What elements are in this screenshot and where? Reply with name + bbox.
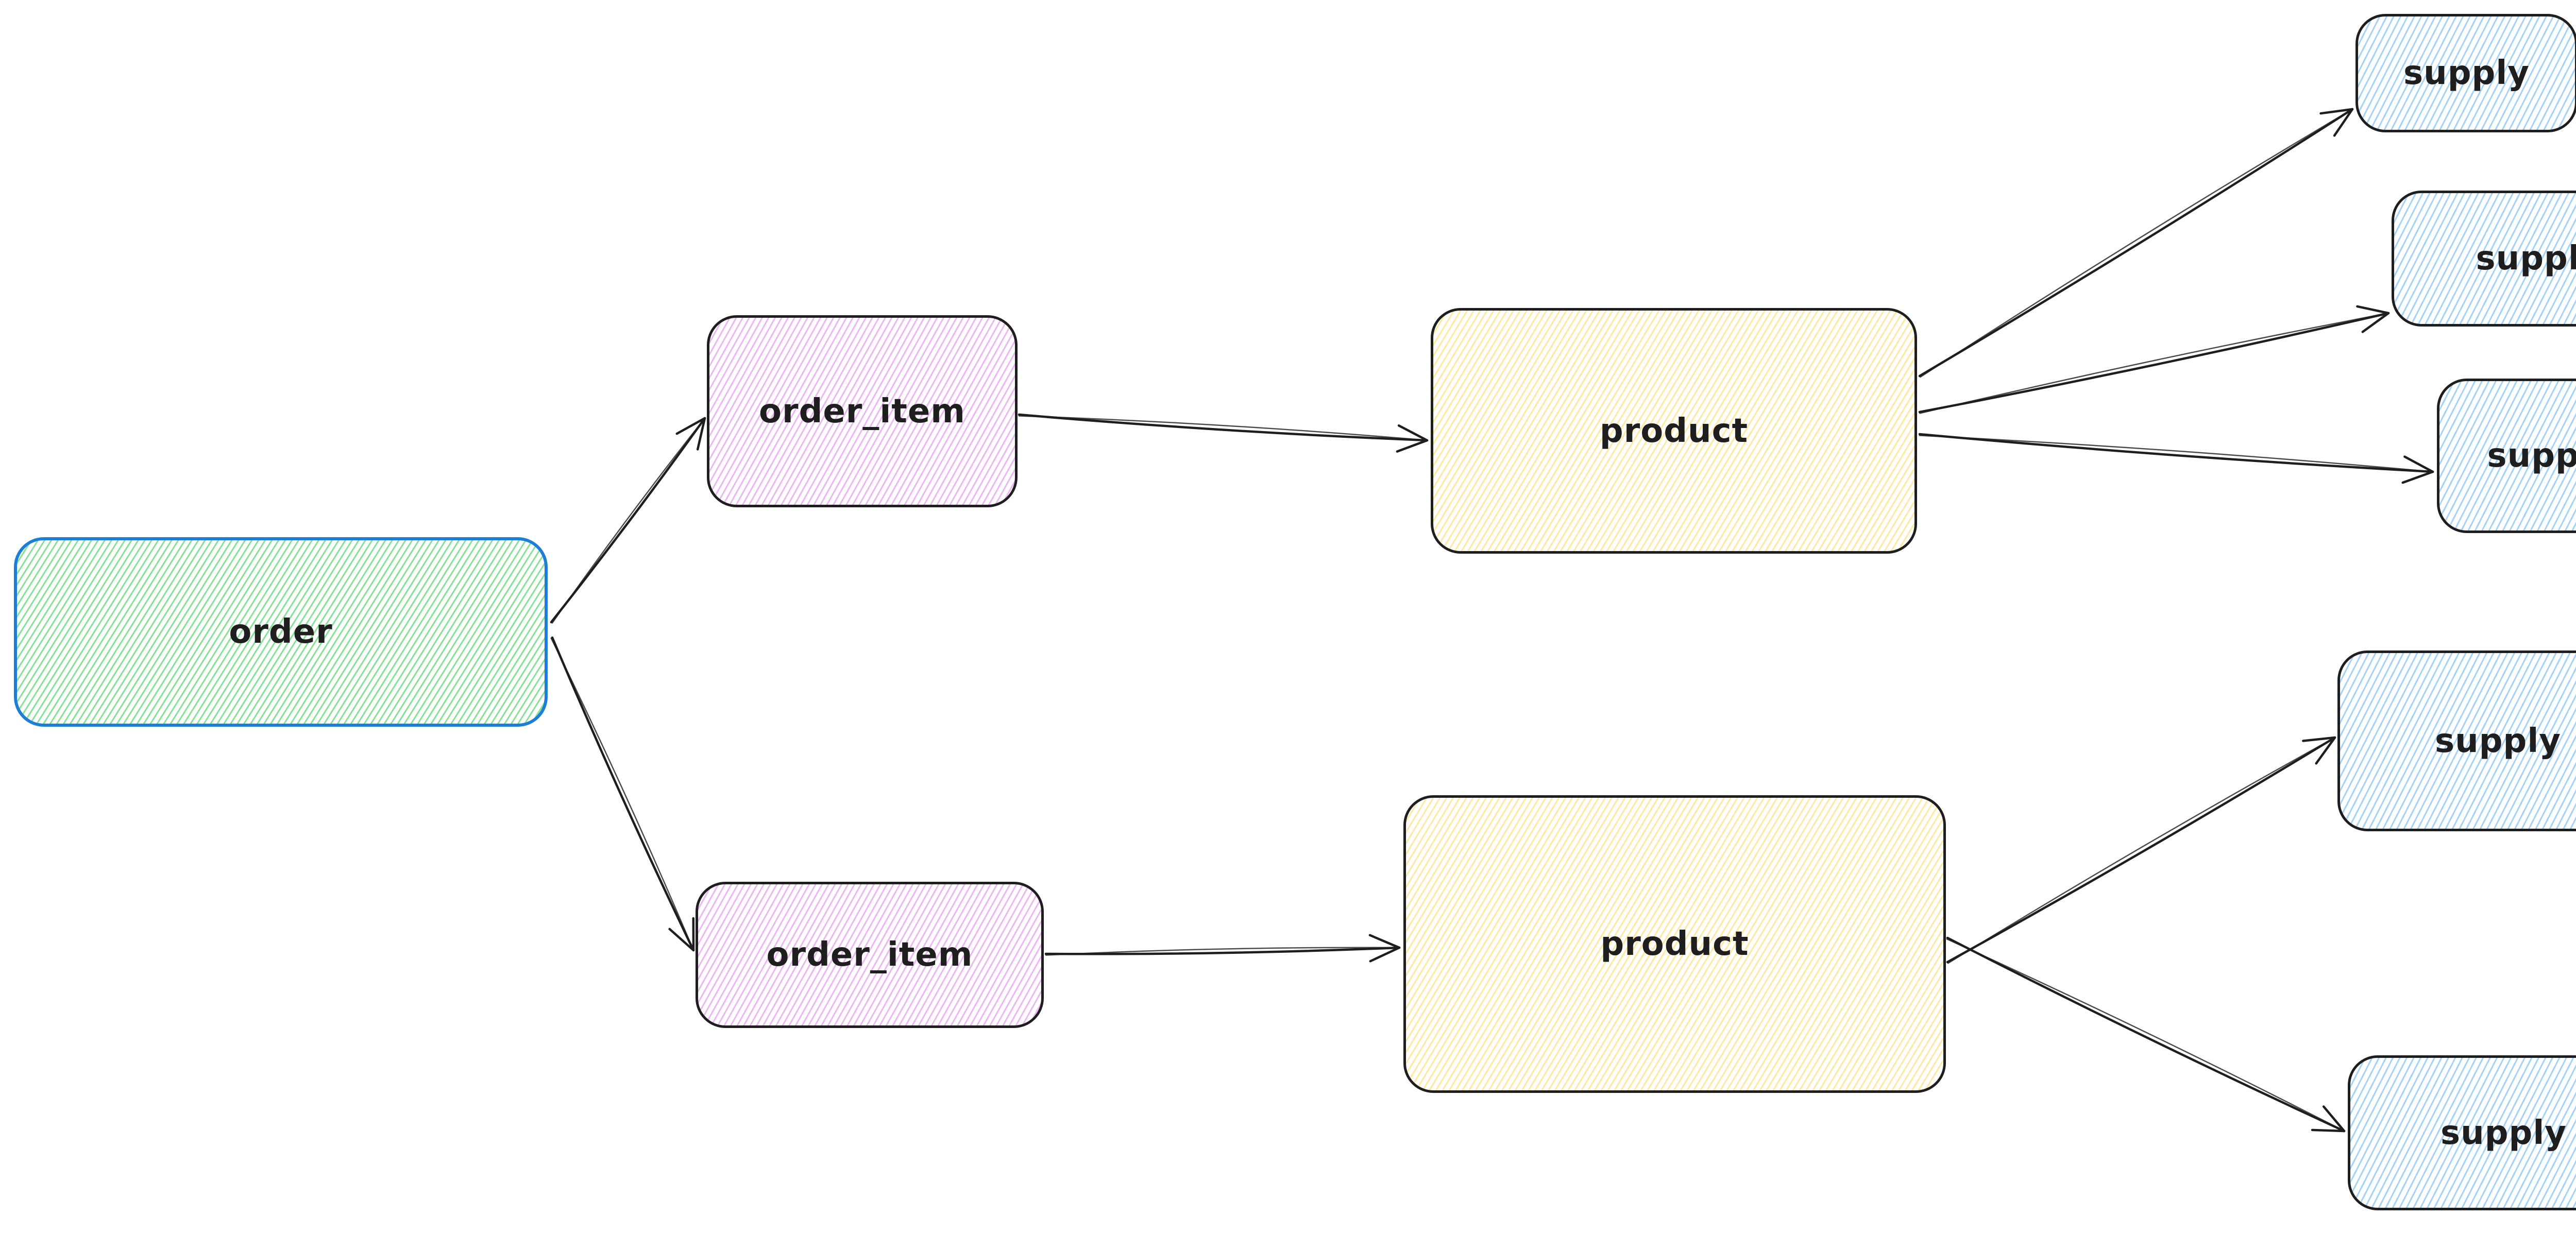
arrow-order-to-order-item-2[interactable] [550, 636, 695, 952]
arrow-order-to-order-item-1[interactable] [550, 417, 706, 624]
arrow-order-item-1-to-product-1[interactable] [1018, 413, 1429, 453]
arrow-product-1-to-supply-2[interactable] [1918, 305, 2390, 414]
node-label-order-item-2: order_item [766, 936, 973, 974]
arrow-product-2-to-supply-5[interactable] [1946, 936, 2346, 1133]
arrow-product-1-to-supply-3[interactable] [1918, 433, 2434, 484]
node-label-product-2: product [1600, 925, 1749, 963]
arrow-product-1-to-supply-1[interactable] [1918, 108, 2354, 378]
node-label-supply-5: supply [2441, 1114, 2567, 1152]
node-supply-1[interactable]: supply [2355, 14, 2576, 132]
node-supply-4[interactable]: supply [2337, 650, 2576, 831]
node-supply-3[interactable]: supply [2437, 379, 2576, 533]
node-label-supply-3: supply [2487, 437, 2576, 475]
node-label-supply-2: supply [2476, 239, 2576, 278]
node-product-1[interactable]: product [1431, 308, 1917, 554]
node-order-item-2[interactable]: order_item [696, 882, 1044, 1028]
node-label-supply-4: supply [2435, 722, 2561, 760]
node-supply-5[interactable]: supply [2348, 1055, 2576, 1210]
node-order[interactable]: order [14, 537, 548, 727]
node-label-supply-1: supply [2403, 54, 2530, 92]
node-order-item-1[interactable]: order_item [707, 315, 1018, 507]
arrow-order-item-2-to-product-2[interactable] [1044, 934, 1401, 963]
node-label-order: order [229, 613, 333, 651]
node-label-product-1: product [1599, 412, 1749, 450]
node-product-2[interactable]: product [1403, 795, 1946, 1093]
node-label-order-item-1: order_item [759, 392, 965, 431]
arrow-product-2-to-supply-4[interactable] [1946, 736, 2336, 964]
node-supply-2[interactable]: supply [2392, 191, 2576, 327]
